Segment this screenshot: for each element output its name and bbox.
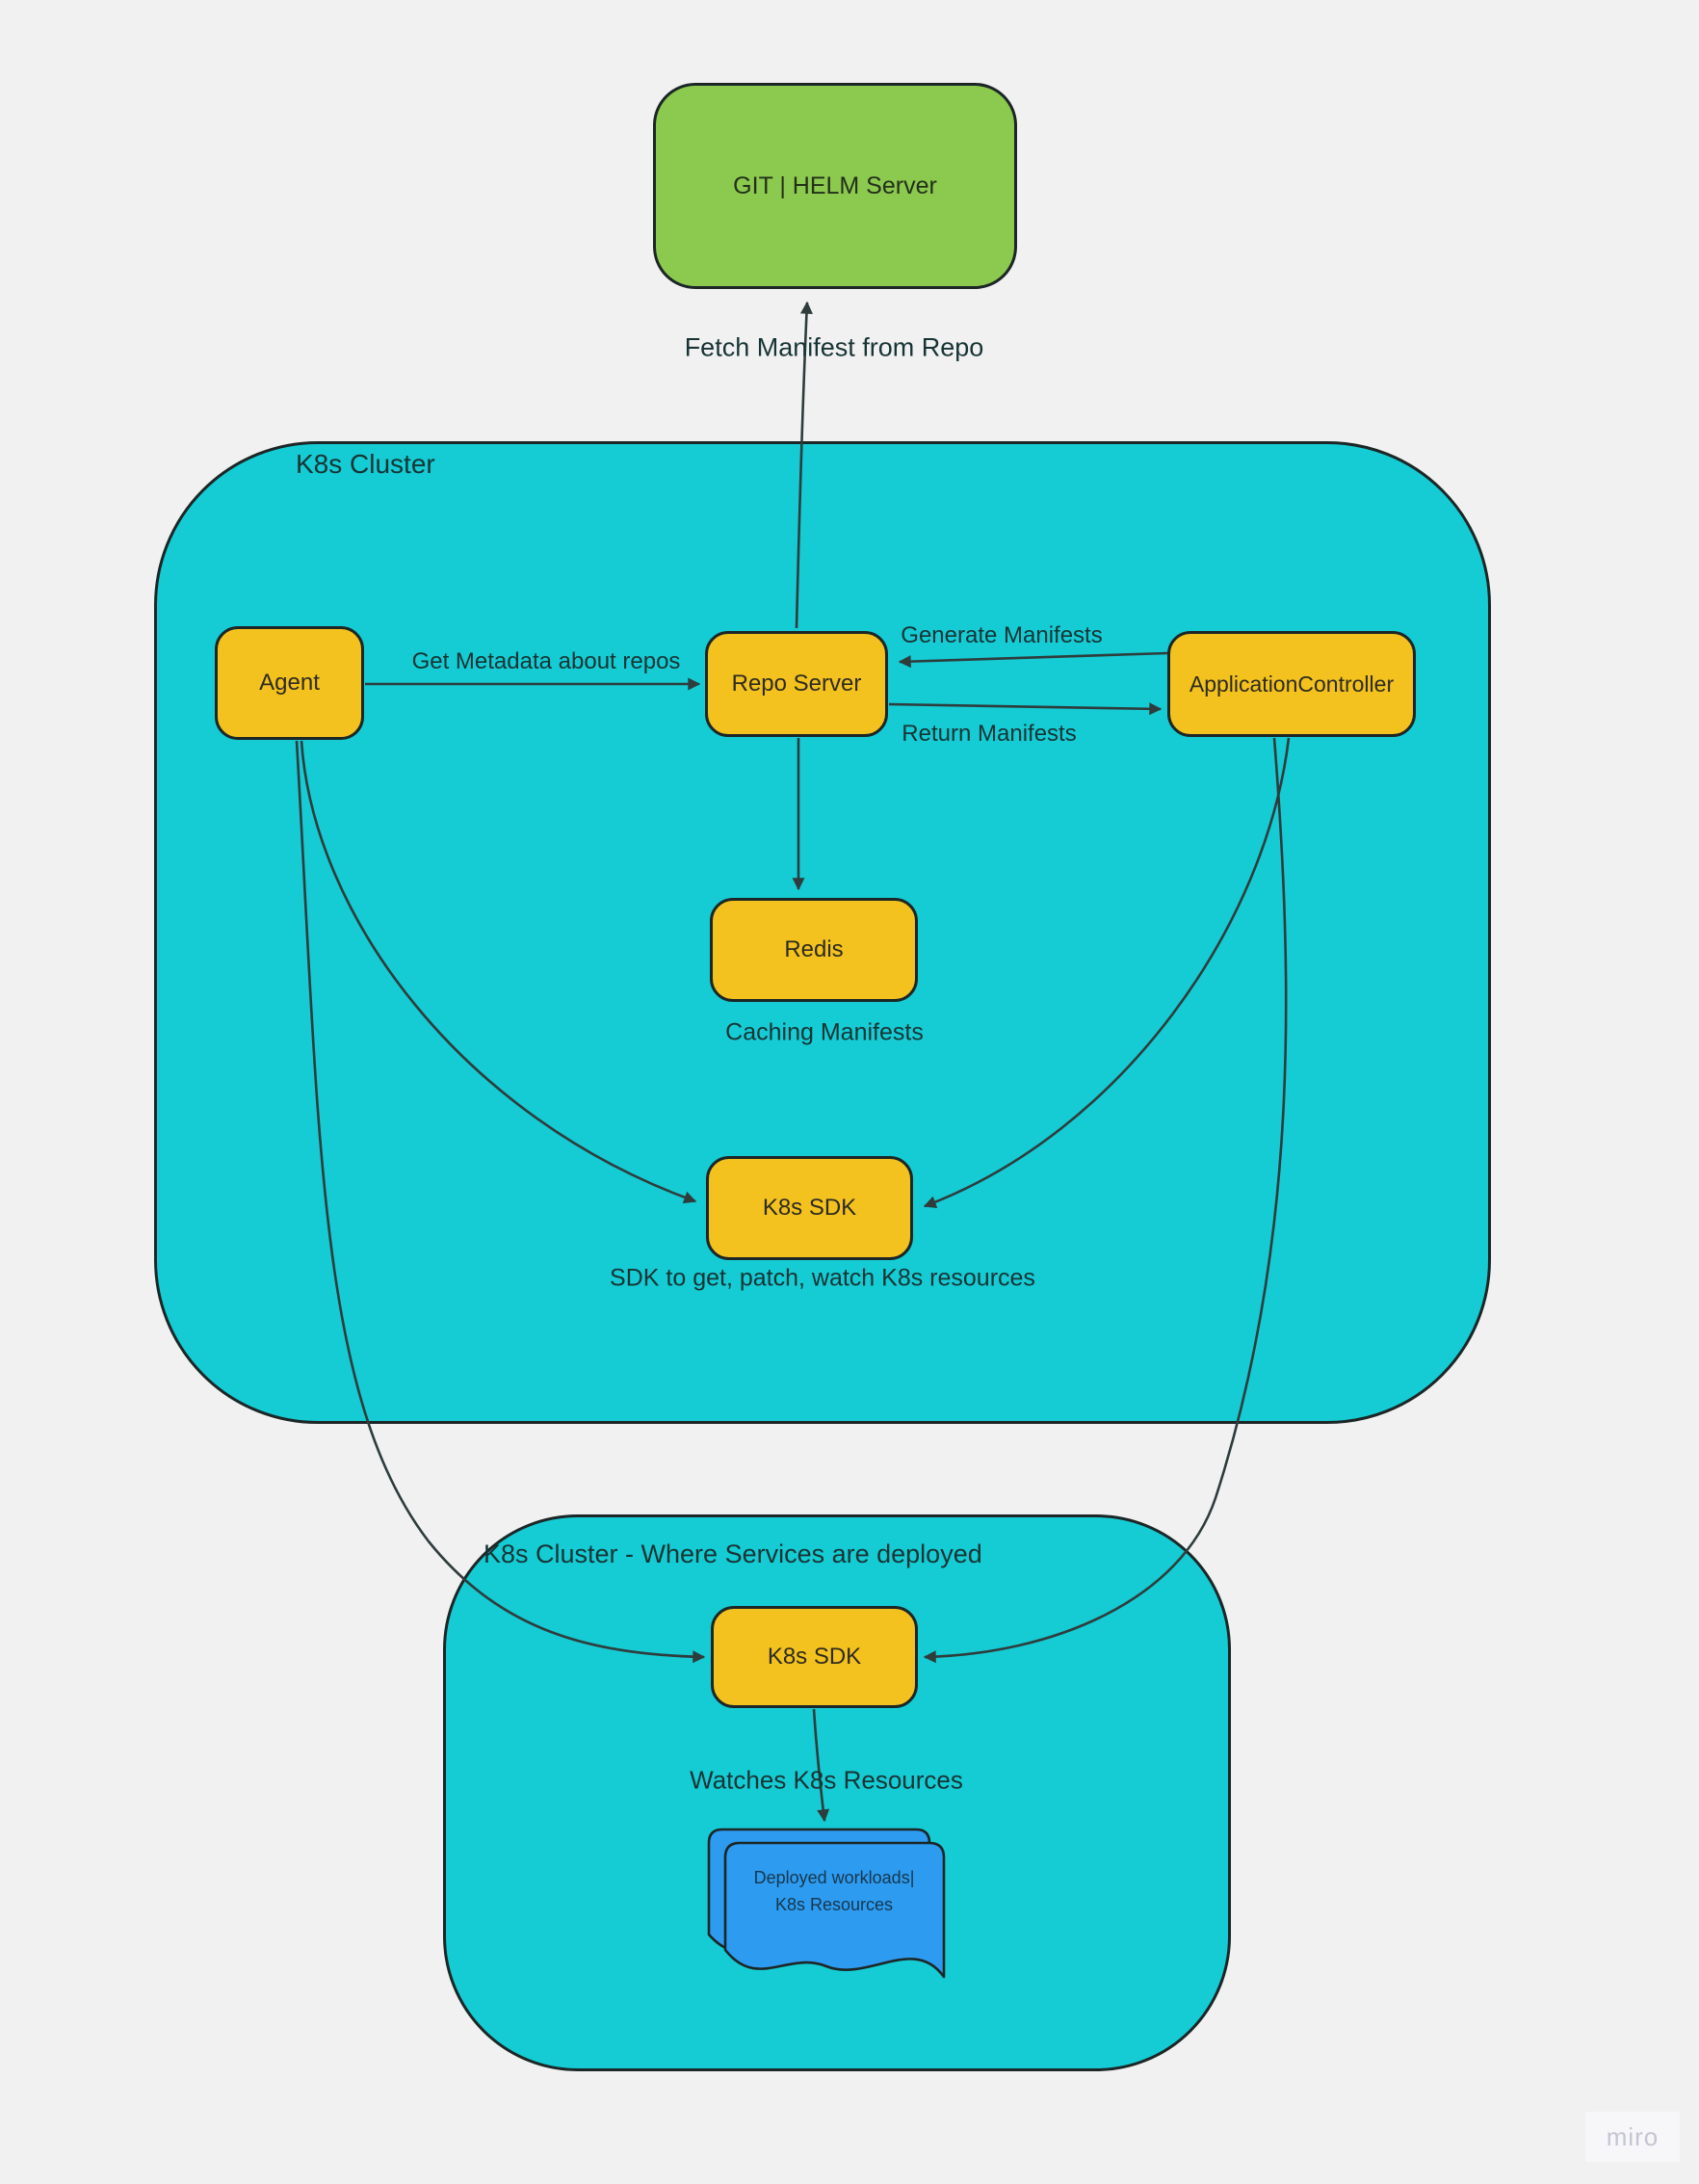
edge-sdk2-to-workloads[interactable] xyxy=(812,1708,830,1823)
document-workloads-line2: K8s Resources xyxy=(774,1894,894,1914)
node-k8s-sdk-deployed-label: K8s SDK xyxy=(767,1644,862,1670)
node-agent-label: Agent xyxy=(259,670,320,696)
edge-appctrl-to-repo-generate[interactable] xyxy=(898,651,1168,669)
node-git-helm-server[interactable]: GIT | HELM Server xyxy=(653,83,1017,289)
label-fetch-manifest[interactable]: Fetch Manifest from Repo xyxy=(684,332,984,362)
node-k8s-sdk-deployed[interactable]: K8s SDK xyxy=(711,1606,918,1708)
edge-agent-to-sdk2[interactable] xyxy=(295,740,706,1664)
cluster-k8s-deployed-label[interactable]: K8s Cluster - Where Services are deploye… xyxy=(484,1539,982,1568)
edge-agent-to-sdk1[interactable] xyxy=(300,740,697,1204)
edge-appctrl-to-sdk1[interactable] xyxy=(923,737,1291,1208)
label-get-metadata[interactable]: Get Metadata about repos xyxy=(411,648,681,674)
edge-repo-to-git[interactable] xyxy=(795,301,813,629)
miro-watermark-text: miro xyxy=(1606,2121,1660,2151)
node-repo-server-label: Repo Server xyxy=(731,671,862,697)
document-workloads-text: Deployed workloads| K8s Resources xyxy=(738,1865,930,1919)
node-git-helm-server-label: GIT | HELM Server xyxy=(733,171,937,199)
node-k8s-sdk-main[interactable]: K8s SDK xyxy=(706,1156,913,1260)
label-sdk-note[interactable]: SDK to get, patch, watch K8s resources xyxy=(610,1264,1035,1292)
label-watches-resources[interactable]: Watches K8s Resources xyxy=(690,1765,963,1795)
label-return-manifests[interactable]: Return Manifests xyxy=(902,721,1077,747)
cluster-k8s-main-label[interactable]: K8s Cluster xyxy=(296,449,435,479)
document-shape-front[interactable] xyxy=(723,1841,946,1979)
edge-appctrl-to-sdk2[interactable] xyxy=(923,737,1288,1664)
label-generate-manifests[interactable]: Generate Manifests xyxy=(901,622,1103,648)
node-k8s-sdk-main-label: K8s SDK xyxy=(762,1195,857,1221)
node-application-controller[interactable]: ApplicationController xyxy=(1167,631,1416,737)
node-redis-label: Redis xyxy=(784,936,844,962)
document-workloads-line1: Deployed workloads| xyxy=(753,1868,915,1887)
miro-watermark: miro xyxy=(1585,2112,1680,2162)
node-agent[interactable]: Agent xyxy=(215,626,364,740)
edge-repo-to-appctrl-return[interactable] xyxy=(888,702,1163,716)
node-redis[interactable]: Redis xyxy=(710,898,918,1002)
label-caching-manifests[interactable]: Caching Manifests xyxy=(725,1018,924,1046)
node-application-controller-label: ApplicationController xyxy=(1189,671,1395,697)
node-repo-server[interactable]: Repo Server xyxy=(705,631,888,737)
